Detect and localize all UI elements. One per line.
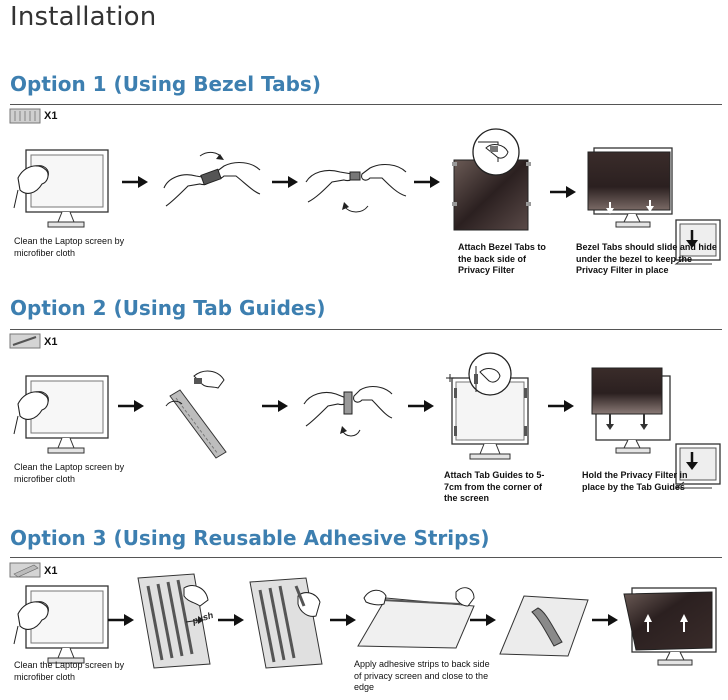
hands-folding-tab-illustration <box>163 151 261 207</box>
option-3-divider <box>10 557 722 558</box>
arrow-right-icon <box>330 614 356 626</box>
monitor-cleaning-illustration <box>13 149 109 228</box>
option-3-step-1-caption: Clean the Laptop screen by microfiber cl… <box>14 660 125 682</box>
arrow-right-icon <box>414 176 440 188</box>
option-1-step-3-caption: Bezel Tabs should slide and hide under t… <box>576 242 717 275</box>
arrow-right-icon <box>118 400 144 412</box>
peeling-strip-illustration <box>249 577 323 669</box>
option-3-quantity: X1 <box>44 565 58 577</box>
option-1-step-1-caption: Clean the Laptop screen by microfiber cl… <box>14 236 125 258</box>
option-2-step-3-caption: Hold the Privacy Filter in place by the … <box>582 470 688 492</box>
tab-guide-strip-illustration <box>165 370 227 459</box>
option-3-step-2-caption: Apply adhesive strips to back side of pr… <box>354 659 490 692</box>
arrow-right-icon <box>218 614 244 626</box>
hands-peeling-guide-illustration <box>303 385 393 437</box>
hands-peeling-tab-illustration <box>305 163 407 213</box>
filter-with-bezel-tabs-illustration <box>452 128 531 231</box>
option-2-title: Option 2 (Using Tab Guides) <box>10 296 326 320</box>
monitor-with-filter-illustration <box>587 147 721 265</box>
adhered-strip-illustration <box>499 595 589 657</box>
arrow-right-icon <box>108 614 134 626</box>
arrow-right-icon <box>548 400 574 412</box>
tab-guide-pack-icon <box>9 333 41 349</box>
arrow-right-icon <box>592 614 618 626</box>
option-1-title: Option 1 (Using Bezel Tabs) <box>10 72 321 96</box>
monitor-cleaning-illustration <box>13 375 109 454</box>
option-1-divider <box>10 104 722 105</box>
arrow-right-icon <box>262 400 288 412</box>
arrow-right-icon <box>470 614 496 626</box>
bezel-tab-pack-icon <box>9 108 41 124</box>
arrow-right-icon <box>550 186 576 198</box>
filter-with-tab-guides-illustration <box>446 352 529 460</box>
monitor-cleaning-illustration <box>13 585 109 664</box>
option-2-step-2-caption: Attach Tab Guides to 5-7cm from the corn… <box>444 470 545 503</box>
page-title: Installation <box>10 2 157 32</box>
monitor-with-filter-adhesive-illustration <box>623 587 717 666</box>
option-2-step-1-caption: Clean the Laptop screen by microfiber cl… <box>14 462 125 484</box>
arrow-right-icon <box>122 176 148 188</box>
applying-strip-to-filter-illustration <box>357 587 475 649</box>
adhesive-strip-pack-icon <box>9 562 41 578</box>
option-3-title: Option 3 (Using Reusable Adhesive Strips… <box>10 526 490 550</box>
option-2-quantity: X1 <box>44 336 58 348</box>
option-1-step-2-caption: Attach Bezel Tabs to the back side of Pr… <box>458 242 546 275</box>
arrow-right-icon <box>408 400 434 412</box>
arrow-right-icon <box>272 176 298 188</box>
adhesive-strips-sheet-illustration <box>137 573 211 669</box>
monitor-with-filter-guides-illustration <box>591 367 721 489</box>
option-1-quantity: X1 <box>44 110 58 122</box>
option-2-divider <box>10 329 722 330</box>
